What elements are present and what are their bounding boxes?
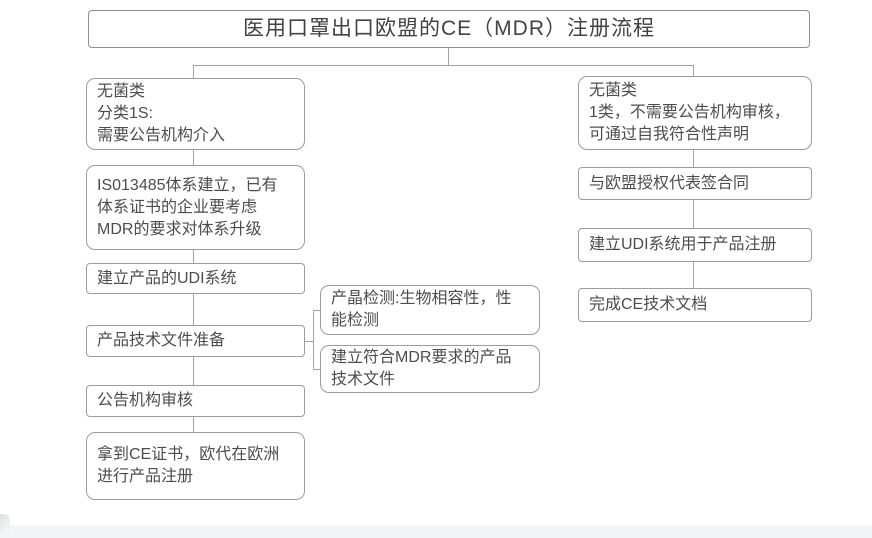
connector-title-stub: [448, 48, 449, 65]
node-ce-tech-doc: 完成CE技术文档: [578, 288, 812, 322]
connector-right-branch-drop: [693, 65, 694, 76]
node-ce-certificate: 拿到CE证书，欧代在欧洲 进行产品注册: [86, 432, 305, 500]
flowchart-title-box: 医用口罩出口欧盟的CE（MDR）注册流程: [88, 10, 810, 48]
node-sterile-classification: 无菌类 分类1S: 需要公告机构介入: [86, 78, 305, 150]
corner-artifact: [0, 514, 10, 536]
connector-left-1-2: [193, 150, 194, 165]
node-class1-classification: 无菌类 1类，不需要公告机构审核， 可通过自我符合性声明: [578, 76, 812, 150]
node-product-testing: 产晶检测:生物相容性，性 能检测: [320, 285, 540, 335]
node-udi-registration: 建立UDI系统用于产品注册: [578, 228, 812, 262]
node-eu-rep-contract: 与欧盟授权代表签合同: [578, 167, 812, 200]
connector-right-3-4: [693, 262, 694, 288]
connector-right-2-3: [693, 200, 694, 228]
footer-band: [0, 525, 872, 538]
connector-left-branch-drop: [193, 65, 194, 78]
node-mdr-tech-file: 建立符合MDR要求的产品 技术文件: [320, 345, 540, 393]
connector-left-2-3: [193, 250, 194, 263]
node-tech-file-preparation: 产品技术文件准备: [86, 325, 305, 357]
connector-subbranch-stub: [305, 341, 313, 342]
node-udi-system: 建立产品的UDI系统: [86, 263, 305, 294]
connector-subbranch-to-testing: [313, 310, 320, 311]
connector-left-5-6: [193, 417, 194, 432]
connector-left-4-5: [193, 357, 194, 385]
node-notified-body-audit: 公告机构审核: [86, 385, 305, 417]
connector-subbranch-to-techfile: [313, 369, 320, 370]
connector-subbranch-vertical: [313, 310, 314, 370]
connector-main-horizontal: [193, 65, 694, 66]
connector-right-1-2: [693, 150, 694, 167]
node-iso13485-system: IS013485体系建立，已有 体系证书的企业要考虑 MDR的要求对体系升级: [86, 165, 305, 250]
connector-left-3-4: [193, 294, 194, 325]
